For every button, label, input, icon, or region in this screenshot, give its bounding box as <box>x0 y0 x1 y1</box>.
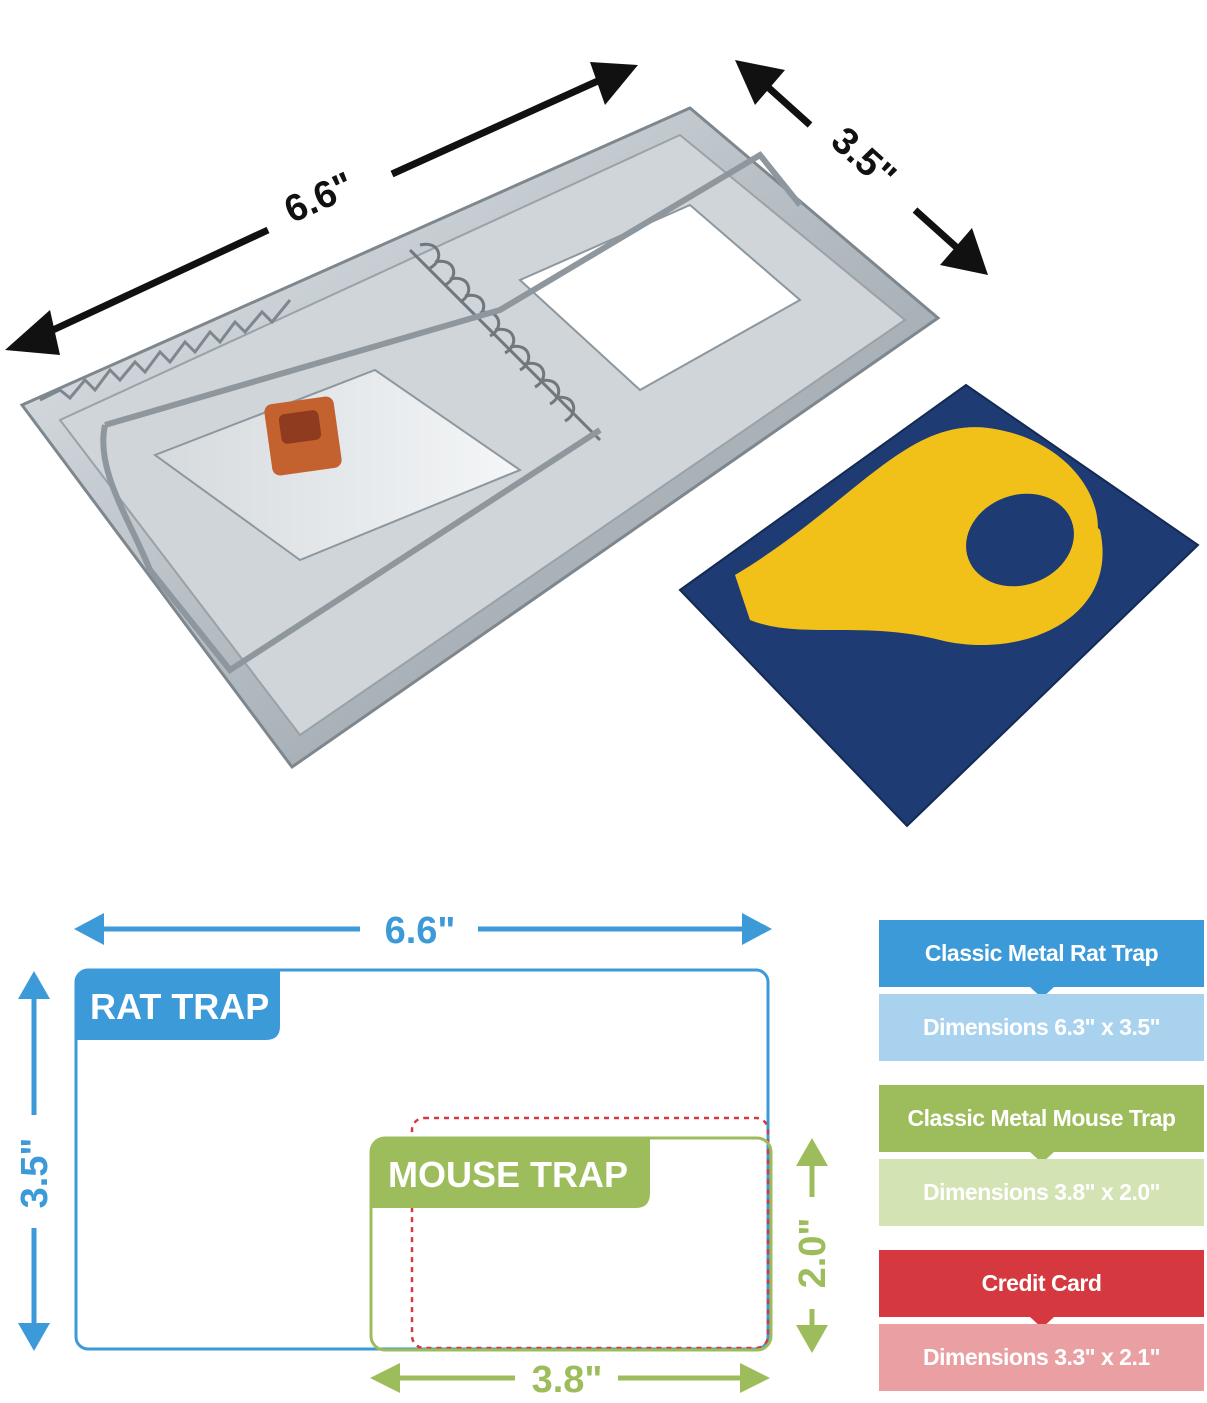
credit-card-dims-box: Dimensions 3.3" x 2.1" <box>879 1324 1204 1391</box>
mouse-trap-tag: MOUSE TRAP <box>388 1154 628 1195</box>
rat-trap-title-box: Classic Metal Rat Trap <box>879 920 1204 998</box>
mouse-height-label: 2.0" <box>792 1218 834 1289</box>
rat-height-arrow <box>18 971 50 1351</box>
mouse-trap-dims-box: Dimensions 3.8" x 2.0" <box>879 1159 1204 1226</box>
rat-trap-dims: Dimensions 6.3" x 3.5" <box>922 1014 1161 1040</box>
rat-trap-tag: RAT TRAP <box>90 986 269 1027</box>
rat-trap-tag-shape <box>76 970 280 1040</box>
photo-width-label: 3.5" <box>823 119 904 198</box>
mouse-trap-title-box: Classic Metal Mouse Trap <box>879 1085 1204 1163</box>
mouse-trap-dims: Dimensions 3.8" x 2.0" <box>922 1179 1161 1205</box>
credit-card-outline <box>410 1116 770 1350</box>
mouse-height-arrow <box>796 1138 828 1353</box>
rat-width-label: 6.6" <box>385 910 456 952</box>
bait <box>264 396 342 476</box>
size-diagram: 6.6" 3.5" RAT TRAP MOUSE TRAP 2.0" 3.8" <box>14 910 834 1401</box>
credit-card-title-box: Credit Card <box>879 1250 1204 1328</box>
rat-trap-title: Classic Metal Rat Trap <box>924 940 1159 966</box>
mouse-trap-title: Classic Metal Mouse Trap <box>907 1105 1176 1131</box>
notch <box>1029 1152 1054 1163</box>
rat-trap-dims-box: Dimensions 6.3" x 3.5" <box>879 994 1204 1061</box>
photo-length-label: 6.6" <box>278 165 360 232</box>
credit-card-dims: Dimensions 3.3" x 2.1" <box>922 1344 1161 1370</box>
notch <box>1029 987 1054 998</box>
mouse-width-label: 3.8" <box>532 1359 603 1401</box>
product-photo: 6.6" 3.5" <box>5 60 1200 828</box>
mouse-width-arrow <box>370 1363 770 1393</box>
photo-length-arrow <box>5 62 638 355</box>
rat-trap-photo <box>19 106 941 770</box>
mouse-trap-tag-shape <box>371 1138 650 1208</box>
rat-height-label: 3.5" <box>14 1138 56 1209</box>
credit-card-photo <box>678 383 1200 828</box>
photo-width-arrow <box>735 60 988 275</box>
credit-card-title: Credit Card <box>981 1270 1102 1296</box>
rat-width-arrow <box>74 913 772 945</box>
notch <box>1029 1317 1054 1328</box>
